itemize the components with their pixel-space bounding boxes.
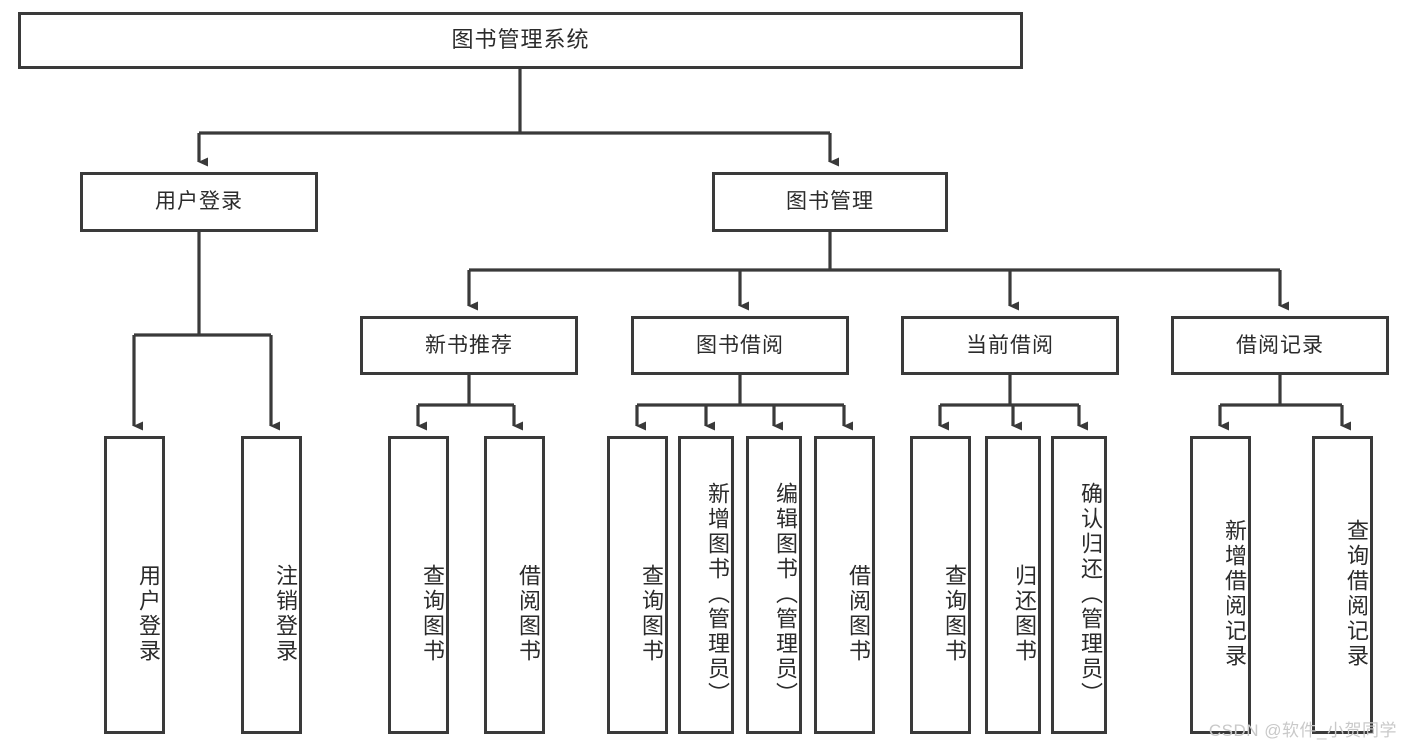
leaf-query-book-borrow-label: 查询图书: [639, 564, 664, 664]
leaf-edit-book-admin-label: 编辑图书（管理员）: [773, 481, 798, 707]
leaf-edit-book-admin[interactable]: 编辑图书（管理员）: [746, 436, 802, 734]
leaf-borrow-book[interactable]: 借阅图书: [814, 436, 875, 734]
leaf-add-book-admin-label: 新增图书（管理员）: [705, 481, 730, 707]
node-root[interactable]: 图书管理系统: [18, 12, 1023, 69]
leaf-query-book-current[interactable]: 查询图书: [910, 436, 971, 734]
leaf-return-book-label: 归还图书: [1012, 564, 1037, 664]
leaf-return-book[interactable]: 归还图书: [985, 436, 1041, 734]
leaf-query-book-recommend[interactable]: 查询图书: [388, 436, 449, 734]
node-book-borrow-label: 图书借阅: [696, 333, 784, 357]
node-user-login[interactable]: 用户登录: [80, 172, 318, 232]
leaf-borrow-book-label: 借阅图书: [846, 564, 871, 664]
leaf-query-borrow-record-label: 查询借阅记录: [1344, 519, 1369, 669]
leaf-confirm-return-admin-label: 确认归还（管理员）: [1078, 481, 1103, 707]
leaf-borrow-book-recommend-label: 借阅图书: [516, 564, 541, 664]
node-root-label: 图书管理系统: [451, 27, 590, 53]
leaf-query-borrow-record[interactable]: 查询借阅记录: [1312, 436, 1373, 734]
node-borrow-record[interactable]: 借阅记录: [1171, 316, 1389, 375]
node-new-book-recommend-label: 新书推荐: [425, 333, 513, 357]
leaf-confirm-return-admin[interactable]: 确认归还（管理员）: [1051, 436, 1107, 734]
node-book-management[interactable]: 图书管理: [712, 172, 948, 232]
leaf-add-borrow-record-label: 新增借阅记录: [1222, 519, 1247, 669]
leaf-query-book-current-label: 查询图书: [942, 564, 967, 664]
node-new-book-recommend[interactable]: 新书推荐: [360, 316, 578, 375]
node-user-login-label: 用户登录: [155, 190, 243, 214]
node-book-borrow[interactable]: 图书借阅: [631, 316, 849, 375]
node-current-borrow-label: 当前借阅: [966, 333, 1054, 357]
leaf-add-borrow-record[interactable]: 新增借阅记录: [1190, 436, 1251, 734]
leaf-borrow-book-recommend[interactable]: 借阅图书: [484, 436, 545, 734]
leaf-user-login-label: 用户登录: [136, 564, 161, 664]
node-borrow-record-label: 借阅记录: [1236, 333, 1324, 357]
node-current-borrow[interactable]: 当前借阅: [901, 316, 1119, 375]
leaf-logout[interactable]: 注销登录: [241, 436, 302, 734]
leaf-query-book-borrow[interactable]: 查询图书: [607, 436, 668, 734]
leaf-add-book-admin[interactable]: 新增图书（管理员）: [678, 436, 734, 734]
csdn-watermark: CSDN @软件_小贺同学: [1208, 721, 1397, 740]
leaf-query-book-recommend-label: 查询图书: [420, 564, 445, 664]
node-book-management-label: 图书管理: [786, 190, 874, 214]
leaf-user-login[interactable]: 用户登录: [104, 436, 165, 734]
leaf-logout-label: 注销登录: [273, 564, 298, 664]
